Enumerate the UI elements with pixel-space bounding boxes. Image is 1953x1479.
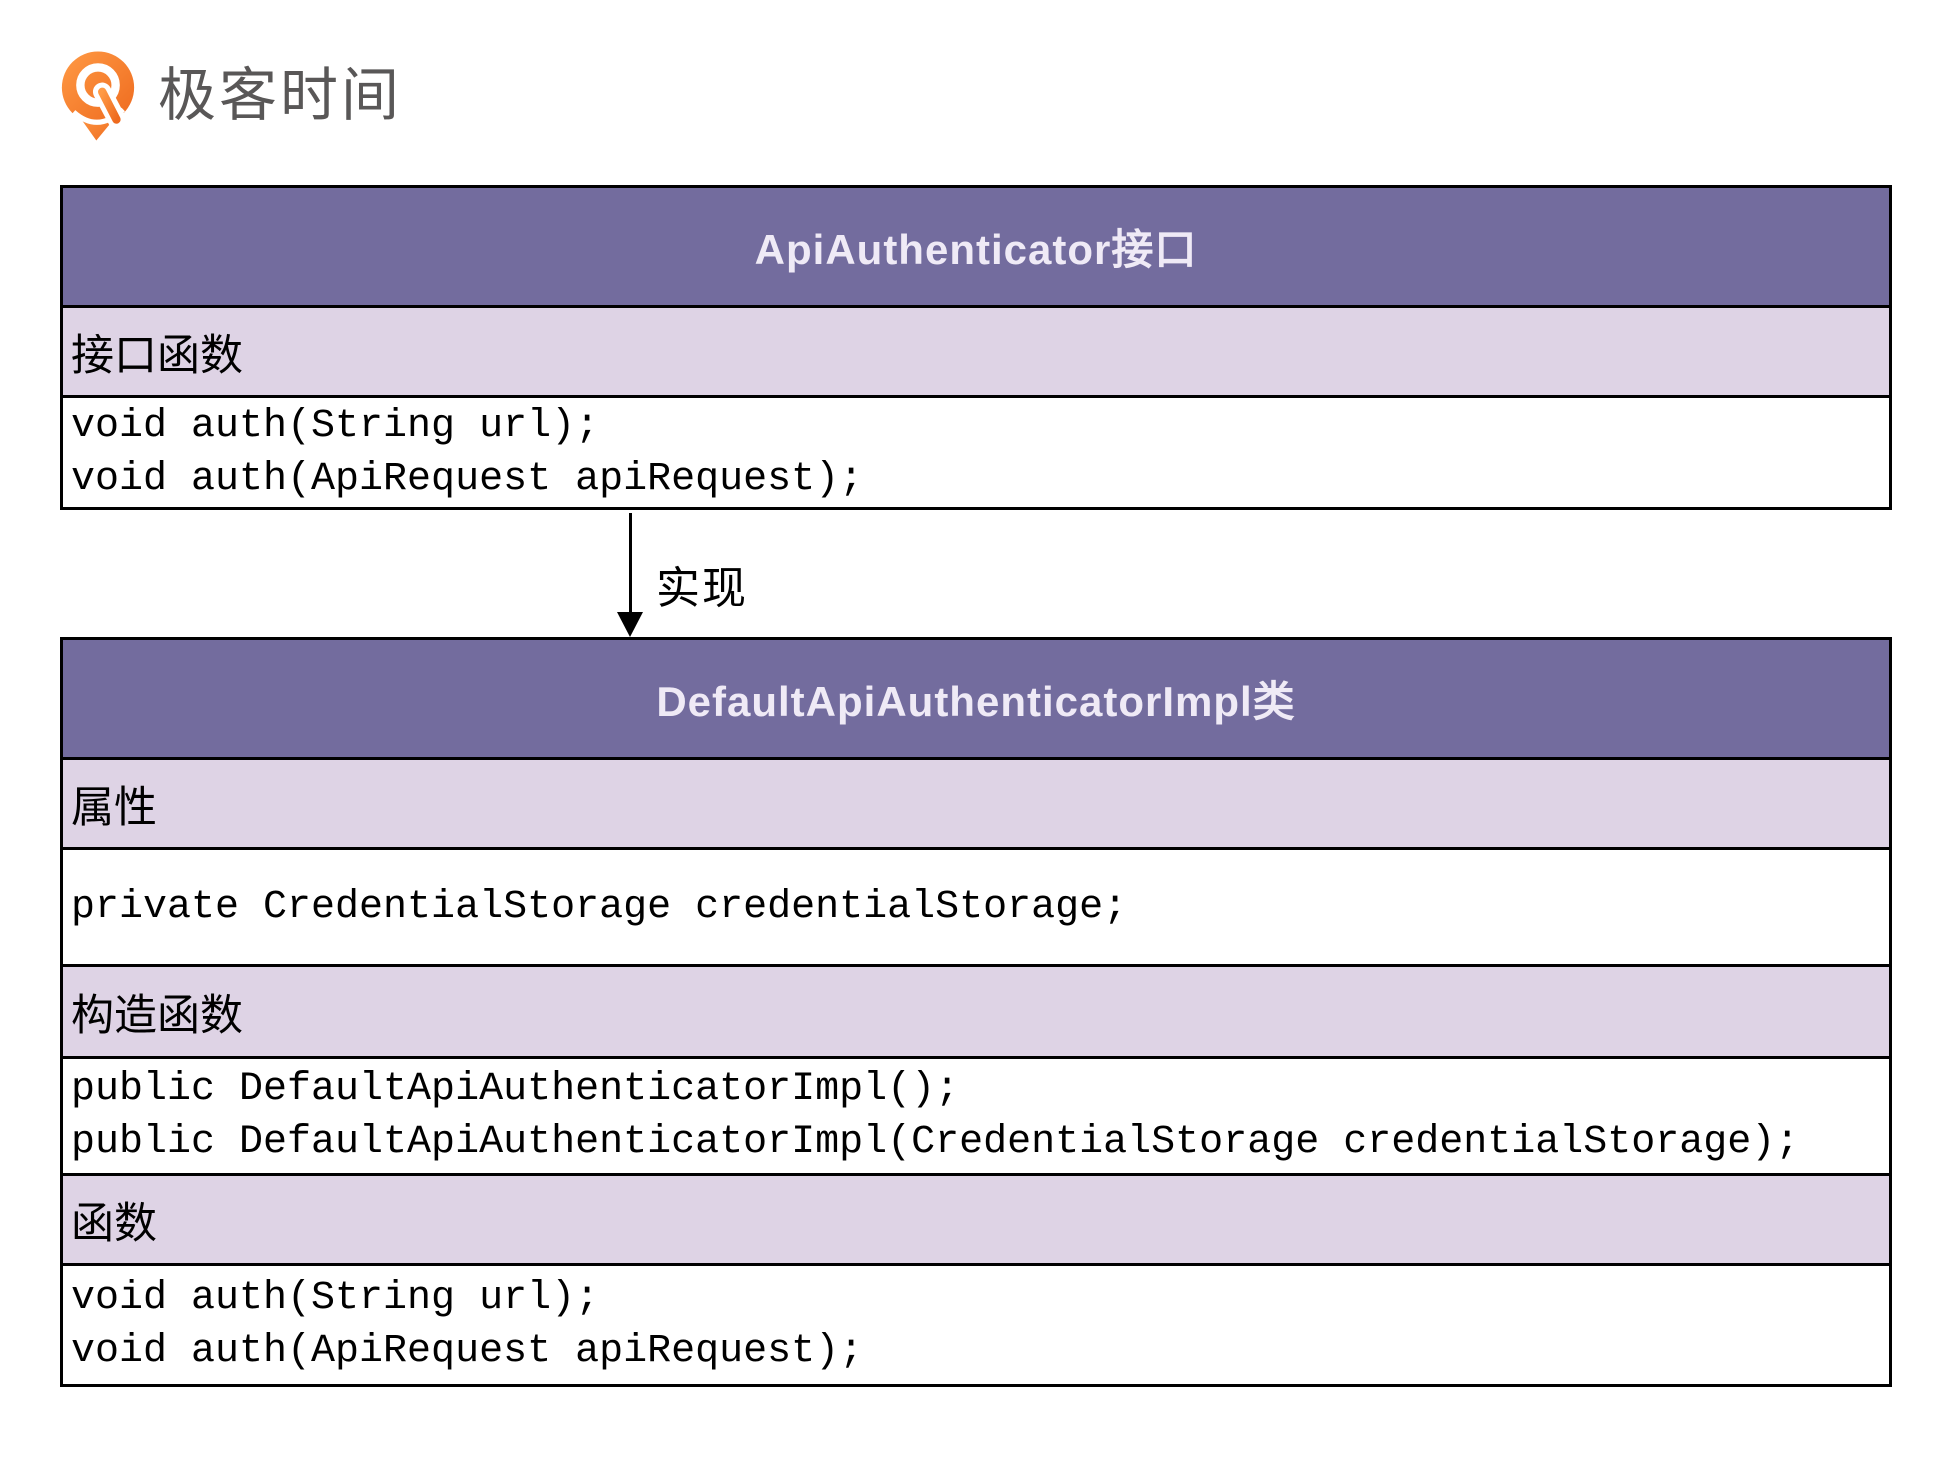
implements-arrow — [617, 513, 643, 637]
interface-class-table: ApiAuthenticator接口 接口函数 void auth(String… — [60, 185, 1892, 510]
functions-code-row: void auth(String url); void auth(ApiRequ… — [63, 1263, 1889, 1384]
attributes-code-row: private CredentialStorage credentialStor… — [63, 847, 1889, 964]
code-line: public DefaultApiAuthenticatorImpl(Crede… — [71, 1120, 1800, 1165]
arrow-head-icon — [617, 612, 643, 637]
functions-section-header: 函数 — [63, 1173, 1889, 1263]
logo-text: 极客时间 — [158, 62, 403, 128]
geektime-pin-icon — [56, 50, 140, 147]
interface-functions-section-header: 接口函数 — [63, 305, 1889, 395]
interface-functions-code-row: void auth(String url); void auth(ApiRequ… — [63, 395, 1889, 507]
constructors-code-row: public DefaultApiAuthenticatorImpl(); pu… — [63, 1056, 1889, 1173]
interface-table-title: ApiAuthenticator接口 — [63, 188, 1889, 305]
code-line: private CredentialStorage credentialStor… — [71, 884, 1128, 930]
attributes-section-header: 属性 — [63, 757, 1889, 847]
code-line: public DefaultApiAuthenticatorImpl(); — [71, 1067, 960, 1112]
code-line: void auth(ApiRequest apiRequest); — [71, 456, 864, 502]
implements-arrow-label: 实现 — [656, 564, 748, 613]
constructors-section-header: 构造函数 — [63, 964, 1889, 1056]
code-line: void auth(ApiRequest apiRequest); — [71, 1329, 864, 1374]
implementation-class-table: DefaultApiAuthenticatorImpl类 属性 private … — [60, 637, 1892, 1387]
impl-table-title: DefaultApiAuthenticatorImpl类 — [63, 640, 1889, 757]
code-line: void auth(String url); — [71, 403, 600, 449]
code-line: void auth(String url); — [71, 1276, 600, 1321]
geektime-logo: 极客时间 — [56, 50, 402, 147]
